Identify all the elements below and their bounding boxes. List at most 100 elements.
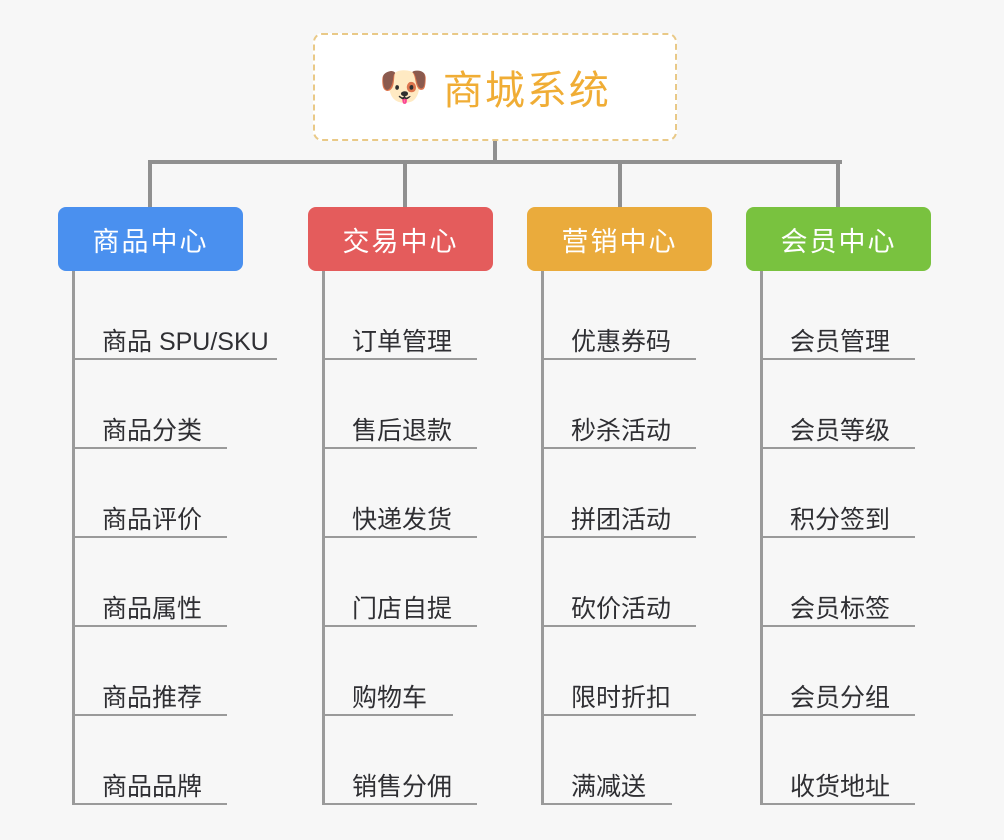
leaf-item[interactable]: 商品属性 [72,538,269,627]
leaf-label: 商品品牌 [102,773,203,801]
leaf-label: 会员管理 [790,328,891,356]
leaf-list-member-center: 会员管理会员等级积分签到会员标签会员分组收货地址 [760,271,931,805]
category-header-product-center[interactable]: 商品中心 [58,207,243,271]
leaf-underline [760,714,915,716]
leaf-label: 商品评价 [102,506,203,534]
leaf-label: 商品 SPU/SKU [102,328,269,356]
leaf-label: 砍价活动 [571,595,672,623]
leaf-label: 会员分组 [790,684,891,712]
leaf-item[interactable]: 商品 SPU/SKU [72,271,277,360]
leaf-underline [322,625,477,627]
leaf-item[interactable]: 拼团活动 [541,449,712,538]
leaf-item[interactable]: 会员标签 [760,538,931,627]
leaf-underline [322,447,477,449]
leaf-item[interactable]: 秒杀活动 [541,360,712,449]
leaf-underline [72,625,227,627]
leaf-label: 秒杀活动 [571,417,672,445]
leaf-underline [322,358,477,360]
leaf-label: 销售分佣 [352,773,453,801]
leaf-item[interactable]: 购物车 [322,627,493,716]
leaf-label: 商品分类 [102,417,203,445]
leaf-list-marketing-center: 优惠券码秒杀活动拼团活动砍价活动限时折扣满减送 [541,271,712,805]
connector-drop-marketing-center [618,160,622,208]
leaf-underline [541,358,696,360]
leaf-item[interactable]: 砍价活动 [541,538,712,627]
leaf-label: 会员等级 [790,417,891,445]
category-header-label: 会员中心 [780,226,897,257]
leaf-underline [541,536,696,538]
leaf-underline [322,536,477,538]
connector-root-stem [493,141,497,163]
leaf-label: 快递发货 [352,506,453,534]
leaf-underline [541,714,696,716]
leaf-item[interactable]: 会员等级 [760,360,931,449]
leaf-underline [72,803,227,805]
leaf-label: 满减送 [571,773,647,801]
leaf-underline [541,625,696,627]
leaf-underline [760,625,915,627]
leaf-item[interactable]: 订单管理 [322,271,493,360]
trunk-line-trade-center [322,271,325,805]
leaf-label: 售后退款 [352,417,453,445]
leaf-underline [760,803,915,805]
category-header-marketing-center[interactable]: 营销中心 [527,207,712,271]
leaf-label: 拼团活动 [571,506,672,534]
leaf-underline [72,447,227,449]
connector-drop-product-center [148,160,152,208]
leaf-label: 限时折扣 [571,684,672,712]
leaf-label: 积分签到 [790,506,891,534]
leaf-item[interactable]: 会员分组 [760,627,931,716]
leaf-item[interactable]: 快递发货 [322,449,493,538]
leaf-label: 购物车 [352,684,428,712]
leaf-label: 收货地址 [790,773,891,801]
category-header-label: 商品中心 [92,226,209,257]
connector-drop-member-center [836,160,840,208]
leaf-label: 订单管理 [352,328,453,356]
root-node[interactable]: 🐶 商城系统 [313,33,677,141]
leaf-item[interactable]: 门店自提 [322,538,493,627]
leaf-item[interactable]: 满减送 [541,716,712,805]
leaf-underline [760,536,915,538]
leaf-item[interactable]: 商品推荐 [72,627,269,716]
leaf-item[interactable]: 商品分类 [72,360,269,449]
leaf-item[interactable]: 优惠券码 [541,271,712,360]
leaf-item[interactable]: 销售分佣 [322,716,493,805]
leaf-underline [322,803,477,805]
connector-drop-trade-center [403,160,407,208]
leaf-item[interactable]: 限时折扣 [541,627,712,716]
leaf-underline [72,536,227,538]
leaf-item[interactable]: 售后退款 [322,360,493,449]
leaf-item[interactable]: 积分签到 [760,449,931,538]
category-header-label: 交易中心 [342,226,459,257]
column-product-center: 商品中心商品 SPU/SKU 商品分类商品评价商品属性商品推荐商品品牌 [58,207,277,805]
leaf-item[interactable]: 收货地址 [760,716,931,805]
root-title: 商城系统 [442,69,611,113]
leaf-label: 优惠券码 [571,328,672,356]
connector-horizontal-bar [148,160,842,164]
leaf-underline [760,447,915,449]
trunk-line-member-center [760,271,763,805]
leaf-item[interactable]: 会员管理 [760,271,931,360]
leaf-underline [760,358,915,360]
category-header-label: 营销中心 [561,226,678,257]
leaf-label: 门店自提 [352,595,453,623]
leaf-underline [541,447,696,449]
category-header-trade-center[interactable]: 交易中心 [308,207,493,271]
category-header-member-center[interactable]: 会员中心 [746,207,931,271]
trunk-line-product-center [72,271,75,805]
leaf-underline [322,714,453,716]
leaf-list-product-center: 商品 SPU/SKU 商品分类商品评价商品属性商品推荐商品品牌 [72,271,277,805]
leaf-underline [72,714,227,716]
leaf-underline [72,358,277,360]
column-trade-center: 交易中心订单管理售后退款快递发货门店自提购物车销售分佣 [308,207,493,805]
shiba-dog-face-icon: 🐶 [379,65,429,109]
leaf-list-trade-center: 订单管理售后退款快递发货门店自提购物车销售分佣 [322,271,493,805]
column-marketing-center: 营销中心优惠券码秒杀活动拼团活动砍价活动限时折扣满减送 [527,207,712,805]
leaf-label: 商品推荐 [102,684,203,712]
column-member-center: 会员中心会员管理会员等级积分签到会员标签会员分组收货地址 [746,207,931,805]
leaf-item[interactable]: 商品品牌 [72,716,269,805]
leaf-label: 商品属性 [102,595,203,623]
leaf-underline [541,803,672,805]
leaf-item[interactable]: 商品评价 [72,449,269,538]
